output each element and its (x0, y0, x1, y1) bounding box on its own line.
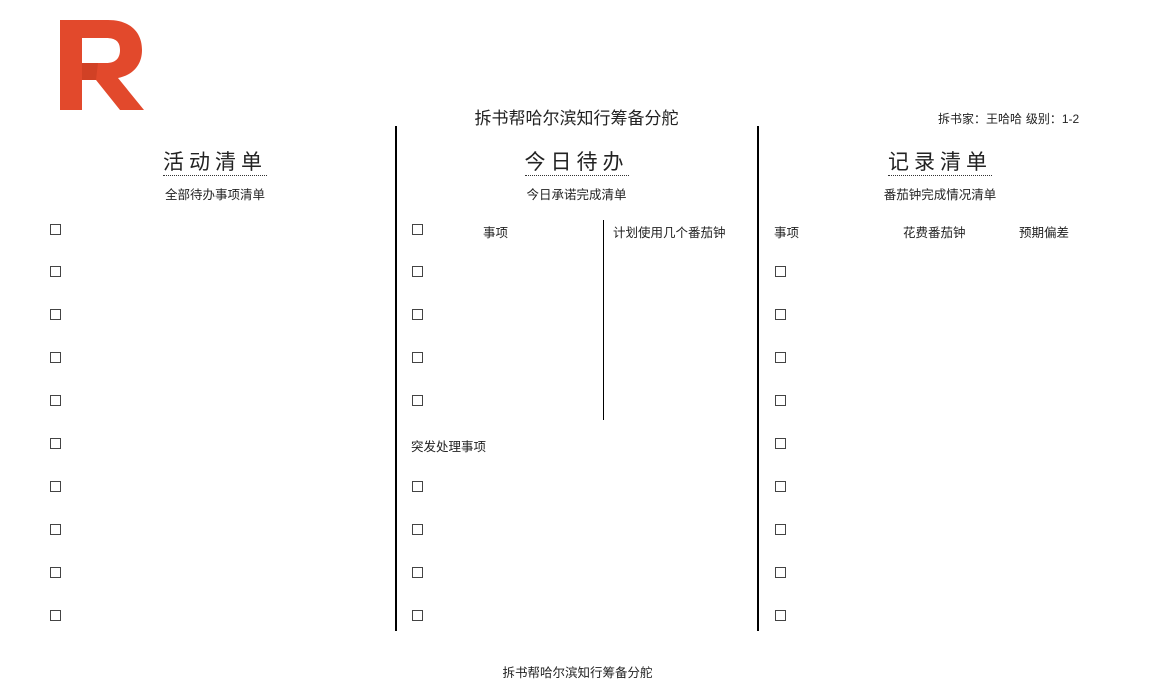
today-checkbox-1[interactable] (412, 266, 423, 277)
brand-logo (58, 18, 146, 112)
activity-list-subtitle: 全部待办事项清单 (164, 187, 265, 202)
author-label: 拆书家：王哈哈 级别： (938, 112, 1062, 126)
record-checkbox-8[interactable] (775, 567, 786, 578)
urgent-checkbox-1[interactable] (412, 481, 423, 492)
today-inner-divider (603, 220, 604, 420)
activity-list-title-text: 活动清单 (163, 150, 267, 176)
activity-checkbox-3[interactable] (50, 309, 61, 320)
activity-checkbox-1[interactable] (50, 224, 61, 235)
level-value: 1-2 (1061, 112, 1080, 126)
page-footer: 拆书帮哈尔滨知行筹备分舵 (502, 665, 653, 680)
activity-checkbox-4[interactable] (50, 352, 61, 363)
record-checkbox-4[interactable] (775, 395, 786, 406)
activity-checkbox-10[interactable] (50, 610, 61, 621)
activity-checkbox-9[interactable] (50, 567, 61, 578)
today-list-title-text: 今日待办 (524, 150, 629, 176)
urgent-checkbox-2[interactable] (412, 524, 423, 535)
r-logo-icon (60, 20, 144, 110)
record-checkbox-6[interactable] (775, 481, 786, 492)
today-planned-pomodoro-header: 计划使用几个番茄钟 (613, 225, 726, 240)
activity-checkbox-5[interactable] (50, 395, 61, 406)
activity-checkbox-8[interactable] (50, 524, 61, 535)
urgent-items-label: 突发处理事项 (411, 439, 487, 454)
record-checkbox-9[interactable] (775, 610, 786, 621)
column-divider-right (757, 126, 759, 631)
record-spent-pomodoro-header: 花费番茄钟 (903, 225, 966, 240)
activity-list-title: 活动清单 (30, 146, 400, 176)
urgent-checkbox-4[interactable] (412, 610, 423, 621)
today-checkbox-3[interactable] (412, 352, 423, 363)
document-title-text: 拆书帮哈尔滨知行筹备分舵 (474, 109, 679, 129)
record-list-subtitle: 番茄钟完成情况清单 (883, 187, 997, 202)
record-checkbox-5[interactable] (775, 438, 786, 449)
urgent-checkbox-3[interactable] (412, 567, 423, 578)
today-list-subtitle: 今日承诺完成清单 (526, 187, 627, 202)
activity-checkbox-2[interactable] (50, 266, 61, 277)
document-title: 拆书帮哈尔滨知行筹备分舵 (0, 104, 1155, 129)
today-item-header: 事项 (483, 225, 509, 240)
record-list-title: 记录清单 (759, 146, 1121, 176)
today-checkbox-header[interactable] (412, 224, 423, 235)
today-checkbox-4[interactable] (412, 395, 423, 406)
record-deviation-header: 预期偏差 (1019, 225, 1070, 240)
record-list-title-text: 记录清单 (888, 150, 992, 176)
record-checkbox-2[interactable] (775, 309, 786, 320)
record-checkbox-1[interactable] (775, 266, 786, 277)
today-checkbox-2[interactable] (412, 309, 423, 320)
today-list-title: 今日待办 (396, 146, 757, 176)
column-divider-left (395, 126, 397, 631)
activity-checkbox-7[interactable] (50, 481, 61, 492)
record-item-header: 事项 (774, 225, 800, 240)
record-checkbox-3[interactable] (775, 352, 786, 363)
activity-checkbox-6[interactable] (50, 438, 61, 449)
record-checkbox-7[interactable] (775, 524, 786, 535)
author-info: 拆书家：王哈哈 级别：1-2 (938, 110, 1079, 127)
